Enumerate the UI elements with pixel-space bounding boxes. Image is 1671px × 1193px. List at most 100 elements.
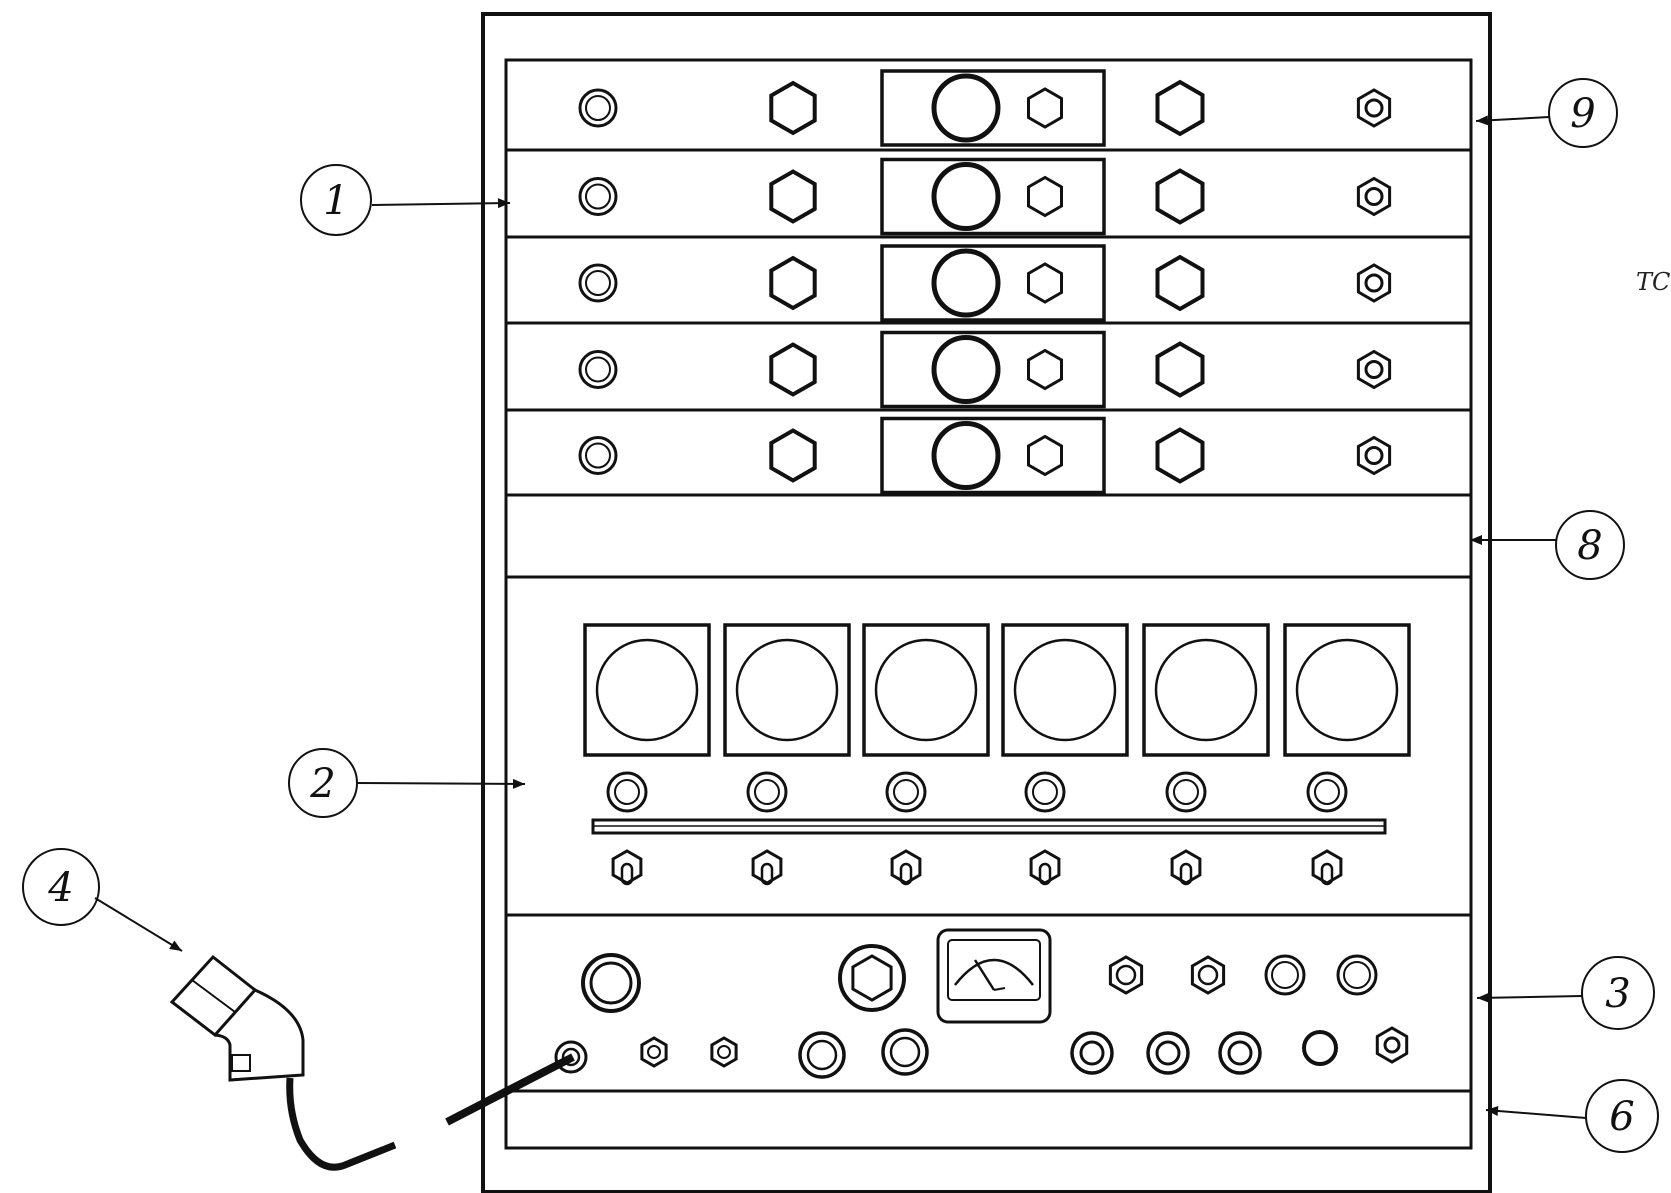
pilot-lamp-inner	[893, 779, 919, 805]
toggle-switch-lever	[620, 862, 634, 886]
callout-label: 8	[1577, 523, 1602, 569]
callout-label: 9	[1570, 91, 1595, 137]
callouts: 9 1 8 2 4 3 6	[22, 78, 1659, 1153]
unit-row	[504, 235, 1473, 325]
small-jack-nut	[640, 1036, 668, 1068]
indicator-lamp-inner	[585, 270, 611, 296]
unit-row-frame	[504, 58, 1473, 152]
toggle-switch-nut	[611, 849, 643, 885]
callout-label: 1	[323, 178, 348, 224]
callout-leader	[356, 782, 526, 785]
pilot-lamp-inner	[1314, 779, 1340, 805]
jack-nut	[1356, 176, 1392, 217]
toggle-switch-lever	[760, 862, 774, 886]
callout-leader	[1476, 995, 1583, 999]
microphone-cable	[286, 1077, 397, 1171]
meter-dial	[1154, 638, 1258, 742]
toggle-switch-lever	[899, 862, 913, 886]
meter-frame	[1142, 623, 1270, 757]
indicator-lamp	[578, 350, 618, 389]
small-hex-knob	[1027, 262, 1063, 304]
pilot-lamp-inner	[1032, 779, 1058, 805]
callout-arrowhead	[497, 198, 510, 209]
unit-row	[504, 148, 1473, 239]
small-hex-knob	[1027, 348, 1063, 391]
meter-unit	[862, 623, 990, 886]
output-jack	[1218, 1031, 1262, 1075]
callout-3: 3	[1476, 956, 1655, 1030]
toggle-switch-lever	[1179, 862, 1193, 886]
output-jack-inner	[1227, 1040, 1253, 1066]
pilot-lamp	[606, 771, 648, 813]
jack-nut	[1356, 263, 1392, 303]
center-plate	[880, 330, 1106, 409]
input-jack-hole	[561, 1047, 581, 1067]
large-knob	[931, 335, 1001, 404]
blank-panel	[504, 493, 1473, 579]
input-jack	[554, 1040, 588, 1074]
callout-leader	[1485, 1109, 1587, 1119]
unit-row-frame	[504, 148, 1473, 239]
small-hex-knob	[1027, 175, 1063, 218]
toggle-switch-nut	[1029, 849, 1061, 885]
output-jack-nut	[1375, 1026, 1409, 1064]
callout-circle	[1555, 510, 1625, 580]
meter-dial	[874, 638, 978, 742]
callout-label: 3	[1605, 971, 1630, 1017]
jack-hole	[1364, 187, 1384, 206]
jack-nut	[1356, 88, 1392, 128]
callout-9: 9	[1475, 78, 1618, 148]
unit-row-frame	[504, 408, 1473, 497]
microphone-clip	[231, 1054, 251, 1072]
meter-unit	[1142, 623, 1270, 886]
indicator-lamp-inner	[585, 183, 611, 210]
meter-dial	[735, 638, 839, 742]
callout-4: 4	[22, 848, 183, 952]
jack-nut	[1356, 435, 1392, 476]
small-hex-knob	[1027, 434, 1063, 477]
vu-meter	[936, 928, 1052, 1024]
meter-dial	[1013, 638, 1117, 742]
pilot-lamp	[1024, 771, 1066, 813]
pilot-lamp	[1165, 771, 1207, 813]
indicator-lamp	[578, 88, 618, 128]
callout-2: 2	[288, 748, 526, 818]
pilot-lamp	[746, 771, 788, 813]
control-knob-center	[1197, 964, 1219, 986]
hex-knob	[769, 428, 817, 483]
pilot-lamp	[1306, 771, 1348, 813]
unit-row	[504, 321, 1473, 412]
control-knob	[1190, 955, 1226, 995]
center-plate	[880, 416, 1106, 495]
indicator-lamp-inner	[585, 95, 611, 121]
control-lamp	[1336, 954, 1378, 996]
jack-nut	[1356, 349, 1392, 390]
indicator-lamp	[578, 263, 618, 303]
margin-text: TC	[1636, 268, 1670, 296]
callout-6: 6	[1485, 1079, 1659, 1153]
toggle-switch-nut	[890, 849, 922, 885]
round-knob-inner	[889, 1036, 921, 1068]
meter-frame	[723, 623, 851, 757]
meter-unit	[723, 623, 851, 886]
unit-row-frame	[504, 235, 1473, 325]
output-jack	[1070, 1031, 1114, 1075]
control-lamp-inner	[1271, 961, 1299, 989]
output-jack	[1146, 1031, 1190, 1075]
toggle-switch-nut	[751, 849, 783, 885]
control-panel	[504, 913, 1473, 1093]
control-knob-center	[1115, 964, 1137, 986]
callout-label: 6	[1609, 1094, 1634, 1140]
callout-circle	[22, 848, 100, 926]
jack-hole	[1364, 273, 1384, 293]
indicator-lamp	[578, 436, 618, 475]
unit-row	[504, 408, 1473, 497]
upper-panel-units	[504, 58, 1473, 497]
large-knob	[931, 73, 1001, 143]
hex-knob	[769, 342, 817, 397]
microphone	[169, 954, 397, 1171]
round-knob	[798, 1031, 846, 1079]
meter-panel	[504, 575, 1473, 917]
large-knob	[931, 162, 1001, 231]
